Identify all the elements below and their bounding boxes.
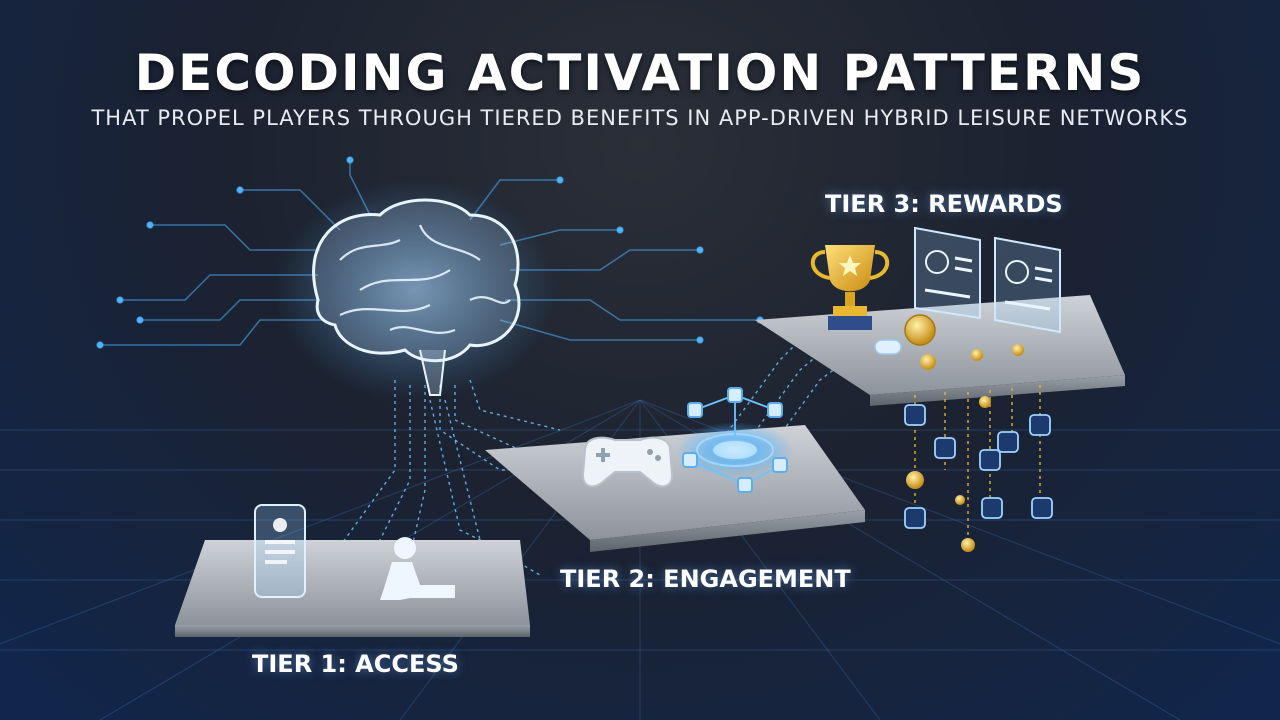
coin-icon: [906, 396, 991, 552]
brain-icon: [275, 180, 555, 400]
trophy-icon: [810, 245, 890, 330]
tier1-platform: [175, 540, 530, 637]
profile-card-icon: [914, 226, 981, 320]
seated-person-icon: [380, 537, 455, 600]
page-subtitle: THAT PROPEL PLAYERS THROUGH TIERED BENEF…: [91, 106, 1189, 130]
smartphone-icon: [254, 504, 306, 598]
tier1-label: TIER 1: ACCESS: [252, 650, 459, 678]
gamepad-icon: [581, 436, 674, 488]
network-hub-icon: [675, 387, 795, 493]
coin-icon: [904, 314, 1024, 370]
tier3-label: TIER 3: REWARDS: [825, 190, 1063, 218]
page-title: DECODING ACTIVATION PATTERNS: [134, 44, 1146, 102]
small-badge-icon: [874, 339, 902, 355]
user-badge-icon: [904, 404, 1053, 529]
tier2-platform: [485, 425, 865, 552]
tier2-label: TIER 2: ENGAGEMENT: [560, 565, 851, 593]
reward-streams: [914, 385, 1041, 545]
profile-card-icon: [994, 236, 1061, 334]
